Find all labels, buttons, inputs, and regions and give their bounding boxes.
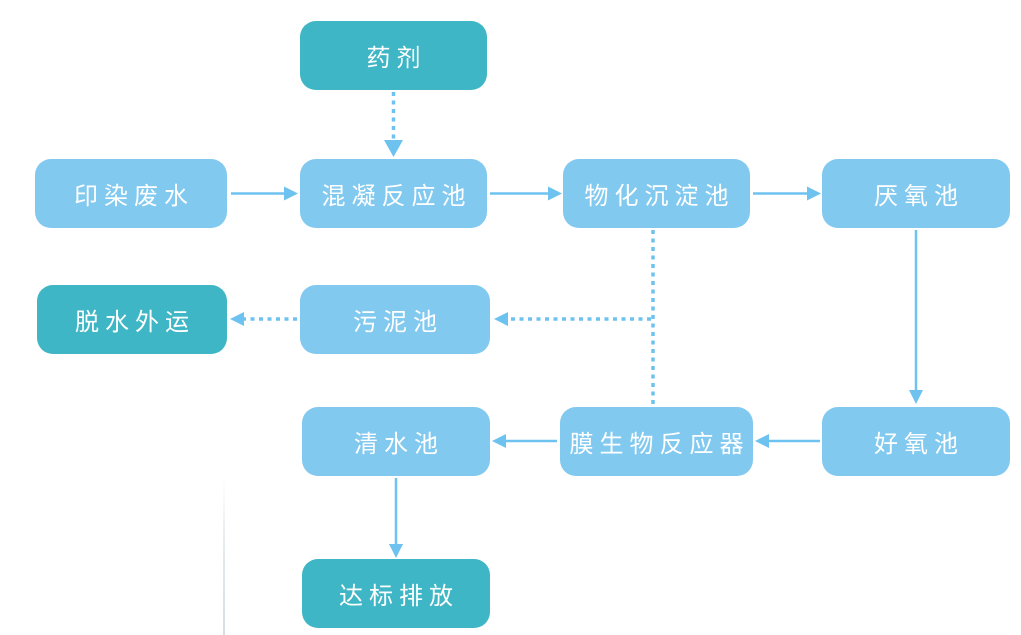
node-membrane-bioreactor-label: 膜生物反应器	[569, 431, 750, 458]
node-dyeing-wastewater: 印染废水	[35, 159, 227, 228]
node-coagulation-tank: 混凝反应池	[300, 159, 487, 228]
node-discharge-label: 达标排放	[339, 583, 459, 610]
node-chemical-agent: 药剂	[300, 21, 487, 90]
node-discharge: 达标排放	[302, 559, 490, 628]
edge-aerobic-to-bioreactor	[755, 434, 820, 448]
edge-sedimentation-to-sludge	[494, 312, 651, 326]
edge-sedimentation-to-anaerobic	[753, 186, 821, 201]
edge-chemical-to-coagulation	[384, 92, 403, 157]
node-anaerobic-tank: 厌氧池	[822, 159, 1010, 228]
node-dewatering-transport: 脱水外运	[37, 285, 227, 354]
edge-anaerobic-to-aerobic	[909, 230, 923, 404]
node-sedimentation-tank-label: 物化沉淀池	[584, 183, 735, 210]
node-coagulation-tank-label: 混凝反应池	[321, 183, 472, 210]
node-dewatering-transport-label: 脱水外运	[75, 309, 195, 336]
node-aerobic-tank: 好氧池	[822, 407, 1010, 476]
edge-sludge-to-dewatering	[230, 312, 297, 326]
node-dyeing-wastewater-label: 印染废水	[74, 183, 194, 210]
node-sedimentation-tank: 物化沉淀池	[563, 159, 750, 228]
node-aerobic-tank-label: 好氧池	[874, 431, 964, 458]
edge-wastewater-to-coagulation	[231, 186, 298, 201]
node-sludge-tank: 污泥池	[300, 285, 490, 354]
edge-coagulation-to-sedimentation	[490, 186, 562, 201]
edge-bioreactor-to-cleanwater	[492, 434, 557, 448]
edge-cleanwater-to-discharge	[389, 478, 403, 558]
node-sludge-tank-label: 污泥池	[353, 309, 443, 336]
node-membrane-bioreactor: 膜生物反应器	[560, 407, 753, 476]
node-clean-water-tank: 清水池	[302, 407, 490, 476]
node-clean-water-tank-label: 清水池	[354, 431, 444, 458]
node-chemical-agent-label: 药剂	[366, 45, 427, 72]
node-anaerobic-tank-label: 厌氧池	[874, 183, 964, 210]
stray-guide-line	[223, 476, 225, 635]
